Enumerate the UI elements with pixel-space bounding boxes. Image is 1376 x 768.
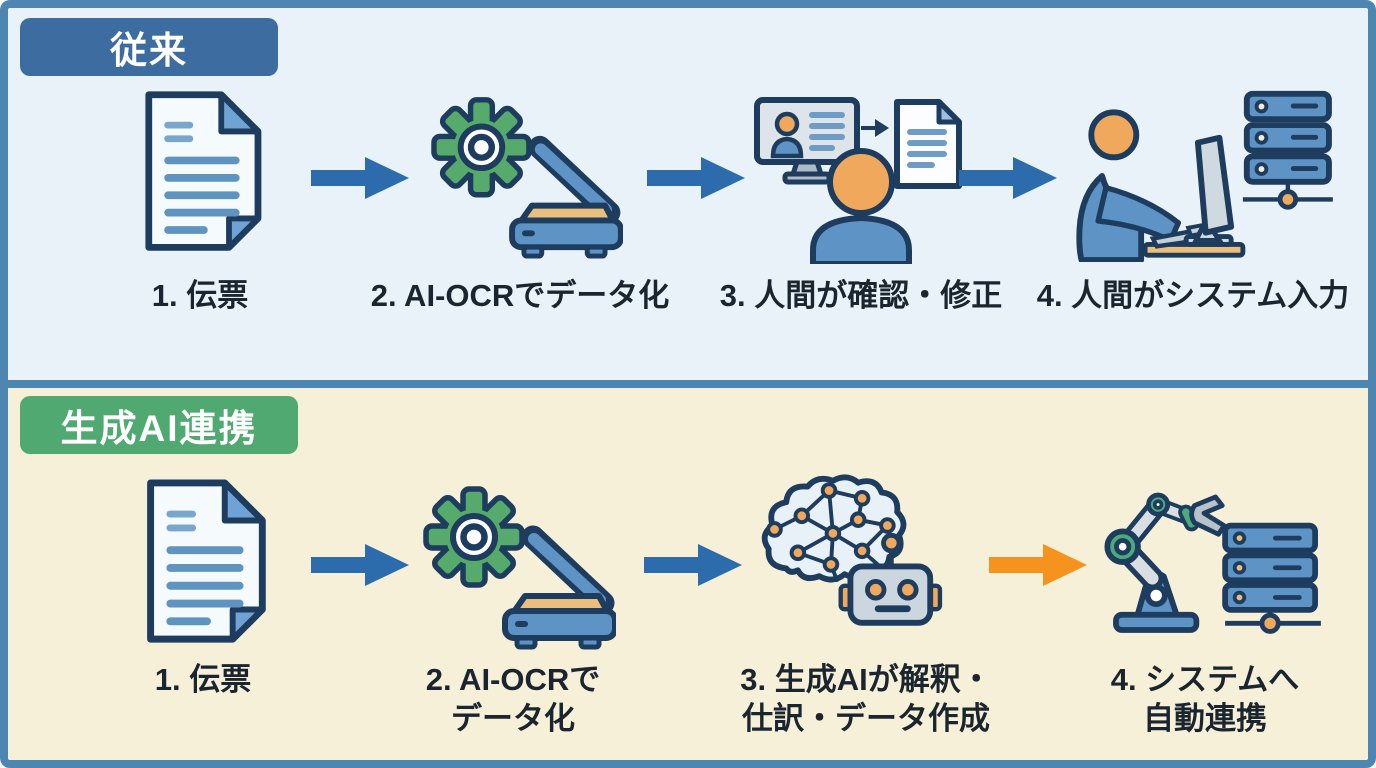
badge-traditional: 従来 — [20, 18, 278, 76]
step-traditional-1: 1. 伝票 — [30, 84, 370, 315]
ai-ocr-scanner-icon — [411, 472, 616, 654]
step-label: 1. 伝票 — [151, 278, 249, 313]
step-label: 4. 人間がシステム入力 — [1036, 278, 1350, 313]
panel-traditional: 従来 1. 伝票 — [8, 8, 1368, 380]
document-icon — [125, 84, 275, 262]
arrow-icon — [308, 150, 412, 206]
arrow-icon — [956, 150, 1060, 206]
step-label: 4. システムへ 自動連携 — [1110, 662, 1300, 736]
badge-generative-ai: 生成AI連携 — [20, 396, 298, 454]
human-review-icon — [749, 84, 974, 264]
arrow-icon — [308, 537, 412, 593]
step-traditional-2: 2. AI-OCRでデータ化 — [350, 84, 690, 315]
step-generative-1: 1. 伝票 — [33, 472, 373, 699]
arrow-icon — [986, 537, 1090, 593]
robot-arm-system-icon — [1076, 472, 1334, 654]
panel-generative-ai: 生成AI連携 1. 伝票 — [8, 388, 1368, 760]
ai-ocr-scanner-icon — [418, 84, 623, 262]
step-generative-4: 4. システムへ 自動連携 — [1035, 472, 1368, 738]
step-label: 2. AI-OCRで データ化 — [425, 662, 601, 736]
step-generative-2: 2. AI-OCRで データ化 — [343, 472, 683, 738]
badge-traditional-label: 従来 — [110, 30, 188, 71]
step-label: 3. 生成AIが解釈・ 仕訳・データ作成 — [740, 662, 992, 736]
arrow-icon — [641, 537, 745, 593]
step-generative-3: 3. 生成AIが解釈・ 仕訳・データ作成 — [696, 472, 1036, 738]
step-label: 2. AI-OCRでデータ化 — [370, 278, 670, 313]
human-system-entry-icon — [1048, 84, 1338, 262]
badge-generative-ai-label: 生成AI連携 — [60, 408, 258, 449]
step-traditional-4: 4. 人間がシステム入力 — [1023, 84, 1363, 315]
document-icon — [128, 472, 278, 654]
step-traditional-3: 3. 人間が確認・修正 — [691, 84, 1031, 315]
step-label: 1. 伝票 — [154, 662, 252, 697]
arrow-icon — [644, 150, 748, 206]
generative-ai-brain-robot-icon — [756, 472, 976, 654]
step-label: 3. 人間が確認・修正 — [719, 278, 1003, 313]
